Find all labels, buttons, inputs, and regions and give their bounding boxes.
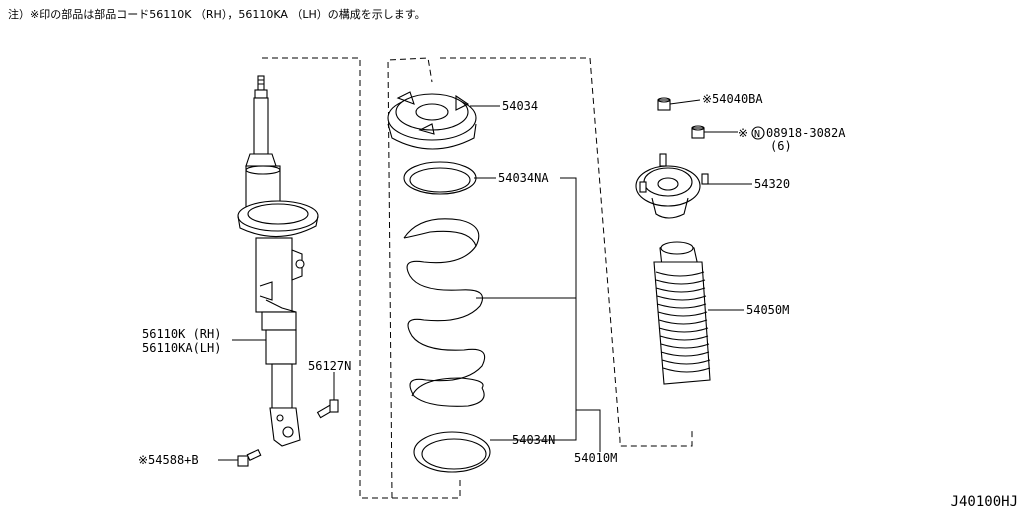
label-56127N: 56127N — [308, 359, 351, 373]
label-54010M: 54010M — [574, 451, 617, 465]
spring-insulator-upper-54034NA[interactable] — [403, 161, 477, 195]
dust-boot-54050M[interactable] — [653, 241, 711, 385]
bolt-08918-3082A[interactable] — [691, 125, 705, 139]
leader-spring-bracket — [476, 177, 577, 299]
label-54040BA: ※54040BA — [702, 92, 763, 106]
label-54588B: ※54588+B — [138, 453, 199, 467]
strut-assembly[interactable] — [237, 75, 339, 467]
strut-mount-54320[interactable] — [635, 153, 709, 219]
n-mark-icon — [751, 126, 765, 140]
label-08918-qty: (6) — [770, 139, 792, 153]
nut-54040BA[interactable] — [657, 97, 671, 111]
assembly-boundary-spring-left — [387, 57, 433, 499]
label-56110K: 56110K (RH) — [142, 327, 221, 341]
label-54034N: 54034N — [512, 433, 555, 447]
label-08918-prefix: ※ — [738, 126, 748, 140]
drawing-code: J40100HJ — [950, 494, 1018, 510]
leader-54010M — [575, 298, 601, 452]
label-56110KA: 56110KA(LH) — [142, 341, 221, 355]
label-54034: 54034 — [502, 99, 538, 113]
label-08918-n: N — [754, 129, 760, 140]
nut-54588B[interactable] — [237, 449, 262, 467]
coil-spring-54010M[interactable] — [403, 218, 486, 407]
assembly-boundary-mount — [440, 57, 693, 447]
assembly-boundary-spring — [262, 57, 461, 499]
label-54050M: 54050M — [746, 303, 789, 317]
leader-54040BA — [669, 99, 701, 105]
spring-upper-seat-54034[interactable] — [387, 91, 477, 150]
label-54034NA: 54034NA — [498, 171, 549, 185]
label-08918-3082A: 08918-3082A — [766, 126, 846, 140]
leader-54034N — [490, 410, 577, 441]
label-54320: 54320 — [754, 177, 790, 191]
bolt-56127N[interactable] — [316, 399, 339, 419]
spring-insulator-lower-54034N[interactable] — [413, 431, 491, 473]
diagram-note: 注）※印の部品は部品コード56110K （RH），56110KA （LH）の構成… — [8, 8, 426, 21]
